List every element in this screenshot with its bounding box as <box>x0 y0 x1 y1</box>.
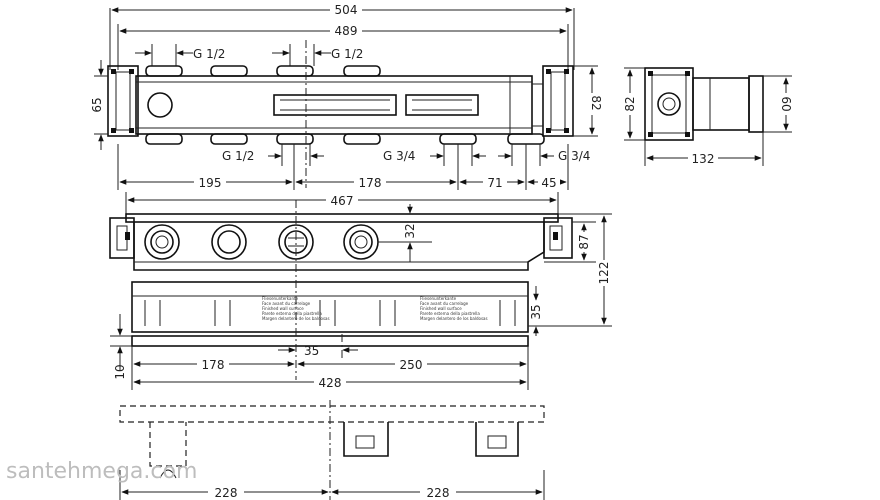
inlet-stub <box>343 65 381 77</box>
outlet-stub <box>210 133 248 145</box>
dim-178: 178 <box>202 358 225 372</box>
port-2 <box>211 224 247 260</box>
wall-hook-icon <box>159 469 177 479</box>
thread-top-left: G 1/2 <box>193 47 225 61</box>
port-4 <box>343 224 379 260</box>
thread-top-right: G 1/2 <box>331 47 363 61</box>
dim-467: 467 <box>331 194 354 208</box>
plate-labels: Fliesenunterkante Face avant du carrelag… <box>144 296 516 326</box>
display-window <box>273 94 397 116</box>
dim-71: 71 <box>487 176 502 190</box>
svg-text:Face avant du carrelage: Face avant du carrelage <box>420 301 469 306</box>
bottom-socket <box>475 422 519 457</box>
dim-87: 87 <box>577 234 591 249</box>
valve-body <box>135 75 533 135</box>
bottom-view: 228 228 <box>119 400 545 500</box>
bottom-socket-dashed <box>149 422 187 467</box>
outlet-stub <box>343 133 381 145</box>
dim-250: 250 <box>400 358 423 372</box>
right-bracket <box>542 65 574 137</box>
dim-82: 82 <box>589 95 603 110</box>
dim-32: 32 <box>403 223 417 238</box>
outlet-stub <box>276 133 314 145</box>
right-bracket-inner <box>550 71 566 131</box>
svg-text:Fliesenunterkante: Fliesenunterkante <box>262 296 299 301</box>
side-dim-60: 60 <box>779 96 793 111</box>
watermark: santehmega.com <box>6 459 197 484</box>
port-1 <box>144 224 180 260</box>
dim-65: 65 <box>90 97 104 112</box>
svg-text:Face avant du carrelage: Face avant du carrelage <box>262 301 311 306</box>
outlet-stub <box>145 133 183 145</box>
left-bracket <box>107 65 139 137</box>
outlet-stub <box>507 133 545 145</box>
display-window <box>405 94 479 116</box>
front-view: 467 32 Fliesenunterkante Face avant <box>109 192 612 390</box>
dim-428: 428 <box>319 376 342 390</box>
thread-bottom-left: G 1/2 <box>222 149 254 163</box>
inlet-stub <box>145 65 183 77</box>
left-bracket-inner <box>115 71 131 131</box>
side-view: 82 60 132 <box>623 67 793 166</box>
dim-122: 122 <box>597 262 611 285</box>
svg-text:Finished wall surface: Finished wall surface <box>420 306 462 311</box>
finished-wall-plate <box>131 281 529 333</box>
dim-35-mid: 35 <box>304 344 319 358</box>
side-dim-82: 82 <box>623 96 637 111</box>
svg-text:Finished wall surface: Finished wall surface <box>262 306 304 311</box>
bottom-socket <box>343 422 389 457</box>
svg-text:Margen delantero de los baldos: Margen delantero de los baldosas <box>420 316 488 321</box>
front-body-outline <box>133 222 545 271</box>
svg-text:Fliesenunterkante: Fliesenunterkante <box>420 296 457 301</box>
dim-178-top: 178 <box>359 176 382 190</box>
dim-504: 504 <box>335 3 358 17</box>
thread-bottom-right: G 3/4 <box>558 149 590 163</box>
dim-228-left: 228 <box>215 486 238 500</box>
dim-228-right: 228 <box>427 486 450 500</box>
dim-489: 489 <box>335 24 358 38</box>
svg-text:Parete esterna della piastrell: Parete esterna della piastrella <box>420 311 480 316</box>
front-top-rail <box>125 213 559 223</box>
dim-10: 10 <box>113 364 127 379</box>
base-rail <box>131 335 529 347</box>
dim-35-right: 35 <box>529 304 543 319</box>
top-view: 504 489 G 1/2 G 1/2 <box>90 2 603 190</box>
svg-text:Parete esterna della piastrell: Parete esterna della piastrella <box>262 311 322 316</box>
side-port <box>657 92 681 116</box>
bottom-rail-dashed <box>119 405 545 423</box>
inlet-stub <box>276 65 314 77</box>
side-dim-132: 132 <box>692 152 715 166</box>
inlet-stub <box>210 65 248 77</box>
thread-bottom-mid: G 3/4 <box>383 149 415 163</box>
dim-45: 45 <box>541 176 556 190</box>
outlet-stub <box>439 133 477 145</box>
dim-195: 195 <box>199 176 222 190</box>
control-knob <box>147 92 173 118</box>
side-cap <box>748 75 764 133</box>
side-body <box>692 77 750 131</box>
front-left-bracket <box>109 217 135 259</box>
